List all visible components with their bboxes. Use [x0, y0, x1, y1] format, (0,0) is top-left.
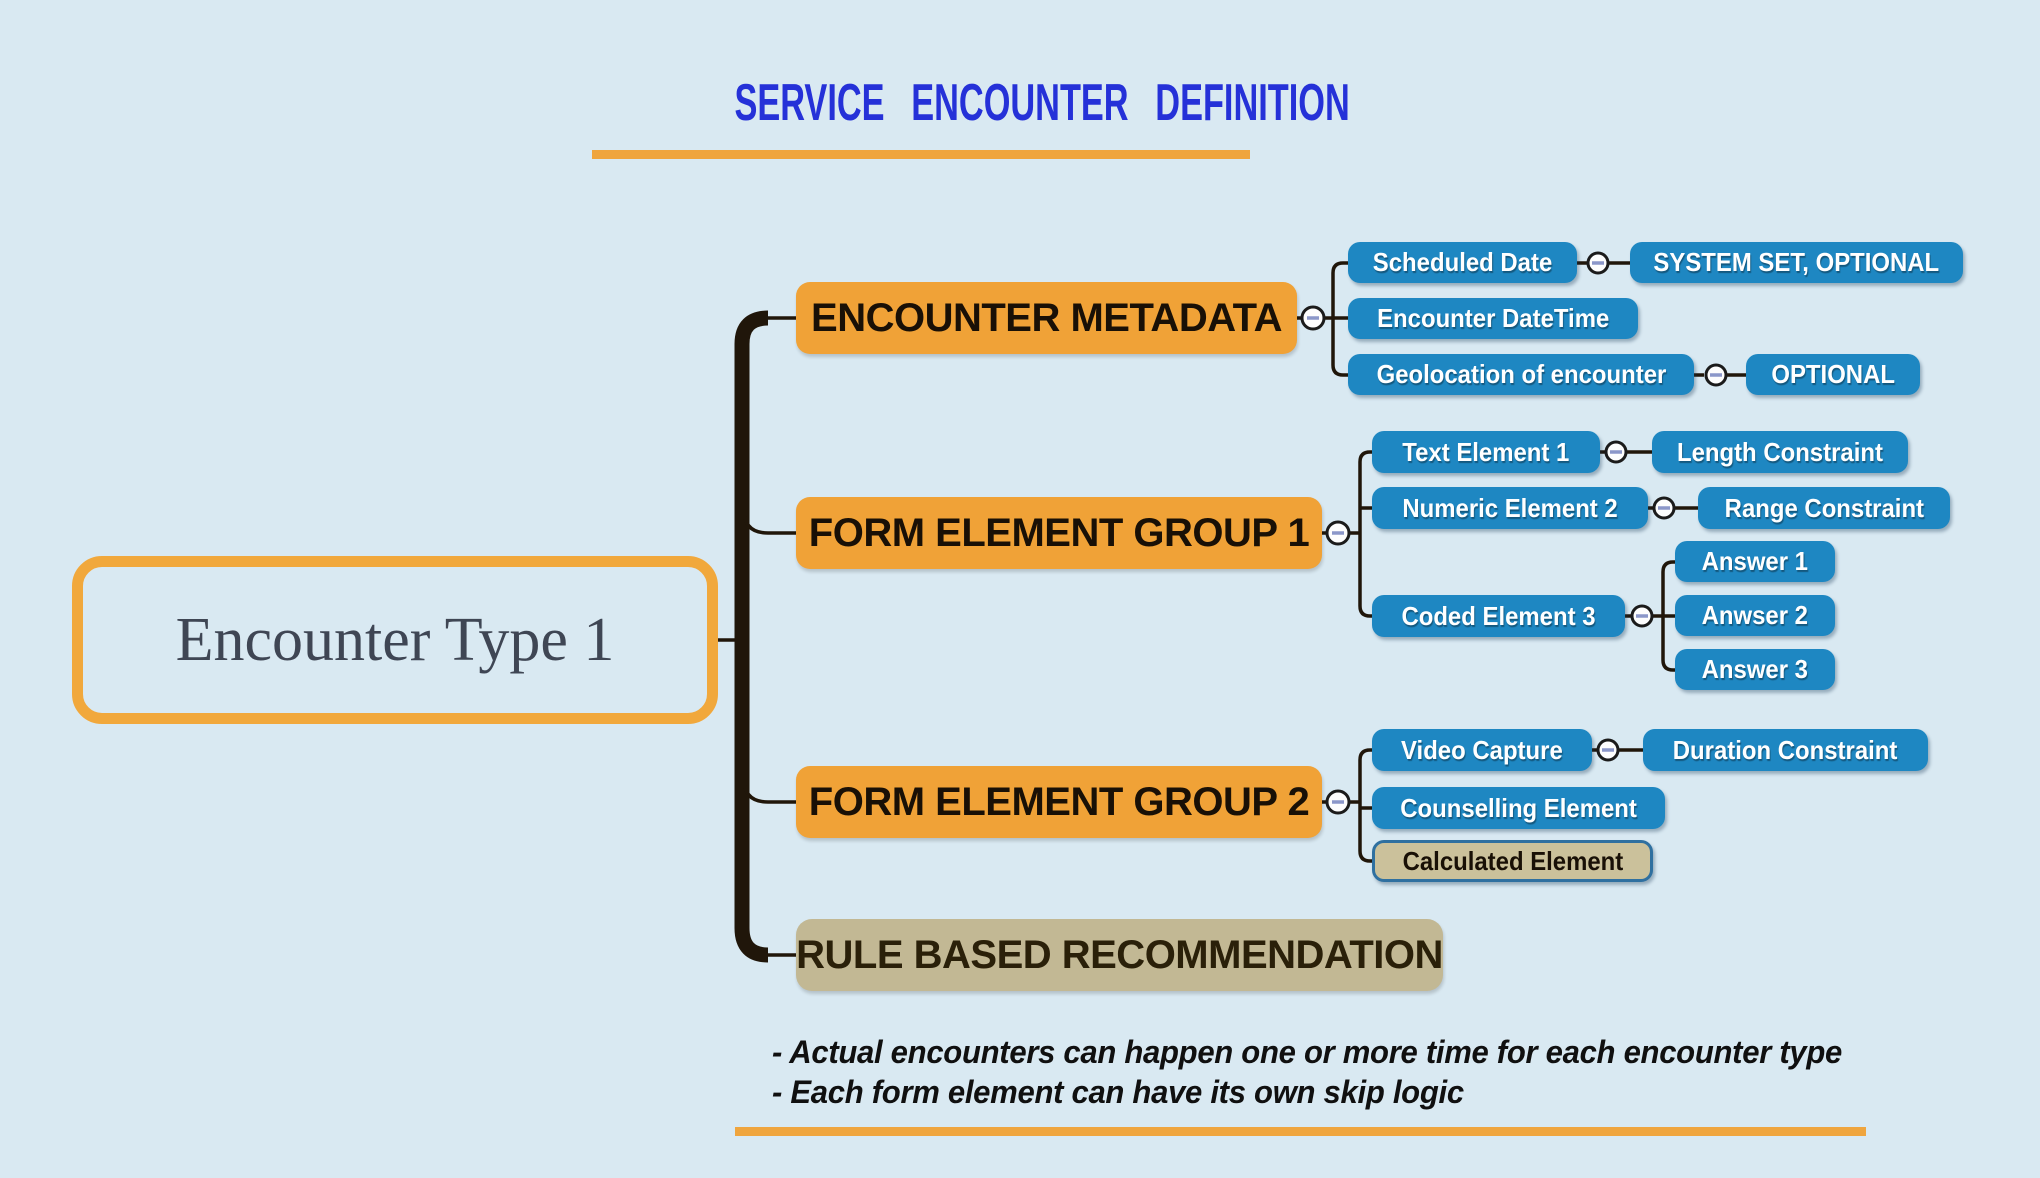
node-counselling-element[interactable]: Counselling Element	[1372, 787, 1665, 829]
node-label: Answer 3	[1701, 654, 1809, 684]
node-answer-1[interactable]: Answer 1	[1675, 541, 1835, 582]
connector-group1-bus	[1358, 450, 1372, 618]
node-text-element-1[interactable]: Text Element 1	[1372, 431, 1600, 473]
node-length-constraint[interactable]: Length Constraint	[1652, 431, 1908, 473]
node-encounter-metadata[interactable]: ENCOUNTER METADATA	[796, 282, 1297, 354]
node-label: Geolocation of encounter	[1376, 359, 1666, 389]
node-label: Length Constraint	[1677, 436, 1883, 467]
node-label: Text Element 1	[1402, 436, 1570, 467]
node-label: Video Capture	[1401, 734, 1563, 765]
node-scheduled-date[interactable]: Scheduled Date	[1348, 242, 1577, 283]
node-form-element-group-1[interactable]: FORM ELEMENT GROUP 1	[796, 497, 1322, 569]
page-title: SERVICE ENCOUNTER DEFINITION	[734, 74, 1350, 132]
node-label: ENCOUNTER METADATA	[811, 295, 1282, 340]
node-label: FORM ELEMENT GROUP 1	[808, 510, 1310, 555]
node-label: Coded Element 3	[1401, 600, 1596, 631]
node-label: FORM ELEMENT GROUP 2	[808, 779, 1310, 824]
node-system-set-optional[interactable]: SYSTEM SET, OPTIONAL	[1630, 242, 1963, 283]
video-capture-collapse-toggle[interactable]	[1596, 738, 1620, 762]
node-label: SYSTEM SET, OPTIONAL	[1653, 247, 1940, 277]
branch-trunk	[734, 310, 769, 963]
node-form-element-group-2[interactable]: FORM ELEMENT GROUP 2	[796, 766, 1322, 838]
node-label: Range Constraint	[1724, 492, 1924, 523]
numeric-element-collapse-toggle[interactable]	[1652, 496, 1676, 520]
node-label: Counselling Element	[1400, 792, 1637, 823]
scheduled-date-collapse-toggle[interactable]	[1586, 251, 1610, 275]
node-rule-based-recommendation[interactable]: RULE BASED RECOMMENDATION	[796, 919, 1443, 991]
connector-metadata-bus	[1331, 261, 1348, 377]
node-encounter-datetime[interactable]: Encounter DateTime	[1348, 298, 1638, 339]
title-underline	[592, 150, 1250, 159]
node-optional[interactable]: OPTIONAL	[1746, 354, 1920, 395]
node-label: Calculated Element	[1402, 845, 1623, 876]
footnote-line-2: - Each form element can have its own ski…	[772, 1074, 1464, 1110]
node-coded-element-3[interactable]: Coded Element 3	[1372, 595, 1625, 637]
node-video-capture[interactable]: Video Capture	[1372, 729, 1592, 771]
text-element-collapse-toggle[interactable]	[1604, 440, 1628, 464]
node-label: OPTIONAL	[1771, 359, 1895, 389]
footnotes: - Actual encounters can happen one or mo…	[772, 1032, 1875, 1112]
root-node-label: Encounter Type 1	[175, 605, 615, 674]
node-label: RULE BASED RECOMMENDATION	[796, 932, 1443, 977]
connector-group1	[742, 509, 798, 535]
node-answer-3[interactable]: Answer 3	[1675, 649, 1835, 690]
node-calculated-element[interactable]: Calculated Element	[1372, 840, 1653, 882]
node-label: Duration Constraint	[1673, 734, 1898, 765]
footnote-line-1: - Actual encounters can happen one or mo…	[772, 1034, 1842, 1070]
node-label: Scheduled Date	[1372, 247, 1553, 277]
root-node-encounter-type[interactable]: Encounter Type 1	[72, 556, 718, 724]
group2-collapse-toggle[interactable]	[1325, 789, 1351, 815]
node-label: Anwser 2	[1701, 600, 1809, 630]
connector-group2	[742, 778, 798, 804]
node-label: Encounter DateTime	[1376, 303, 1610, 333]
node-geolocation-of-encounter[interactable]: Geolocation of encounter	[1348, 354, 1694, 395]
bottom-rule	[735, 1127, 1866, 1136]
connector-group2-bus	[1358, 748, 1372, 863]
node-label: Answer 1	[1701, 546, 1809, 576]
node-label: Numeric Element 2	[1402, 492, 1618, 523]
node-numeric-element-2[interactable]: Numeric Element 2	[1372, 487, 1648, 529]
node-duration-constraint[interactable]: Duration Constraint	[1643, 729, 1928, 771]
connector-answers-bus	[1661, 560, 1675, 672]
node-range-constraint[interactable]: Range Constraint	[1698, 487, 1950, 529]
geolocation-collapse-toggle[interactable]	[1704, 363, 1728, 387]
coded-element-collapse-toggle[interactable]	[1630, 604, 1654, 628]
group1-collapse-toggle[interactable]	[1325, 520, 1351, 546]
node-answer-2[interactable]: Anwser 2	[1675, 595, 1835, 636]
metadata-collapse-toggle[interactable]	[1300, 305, 1326, 331]
